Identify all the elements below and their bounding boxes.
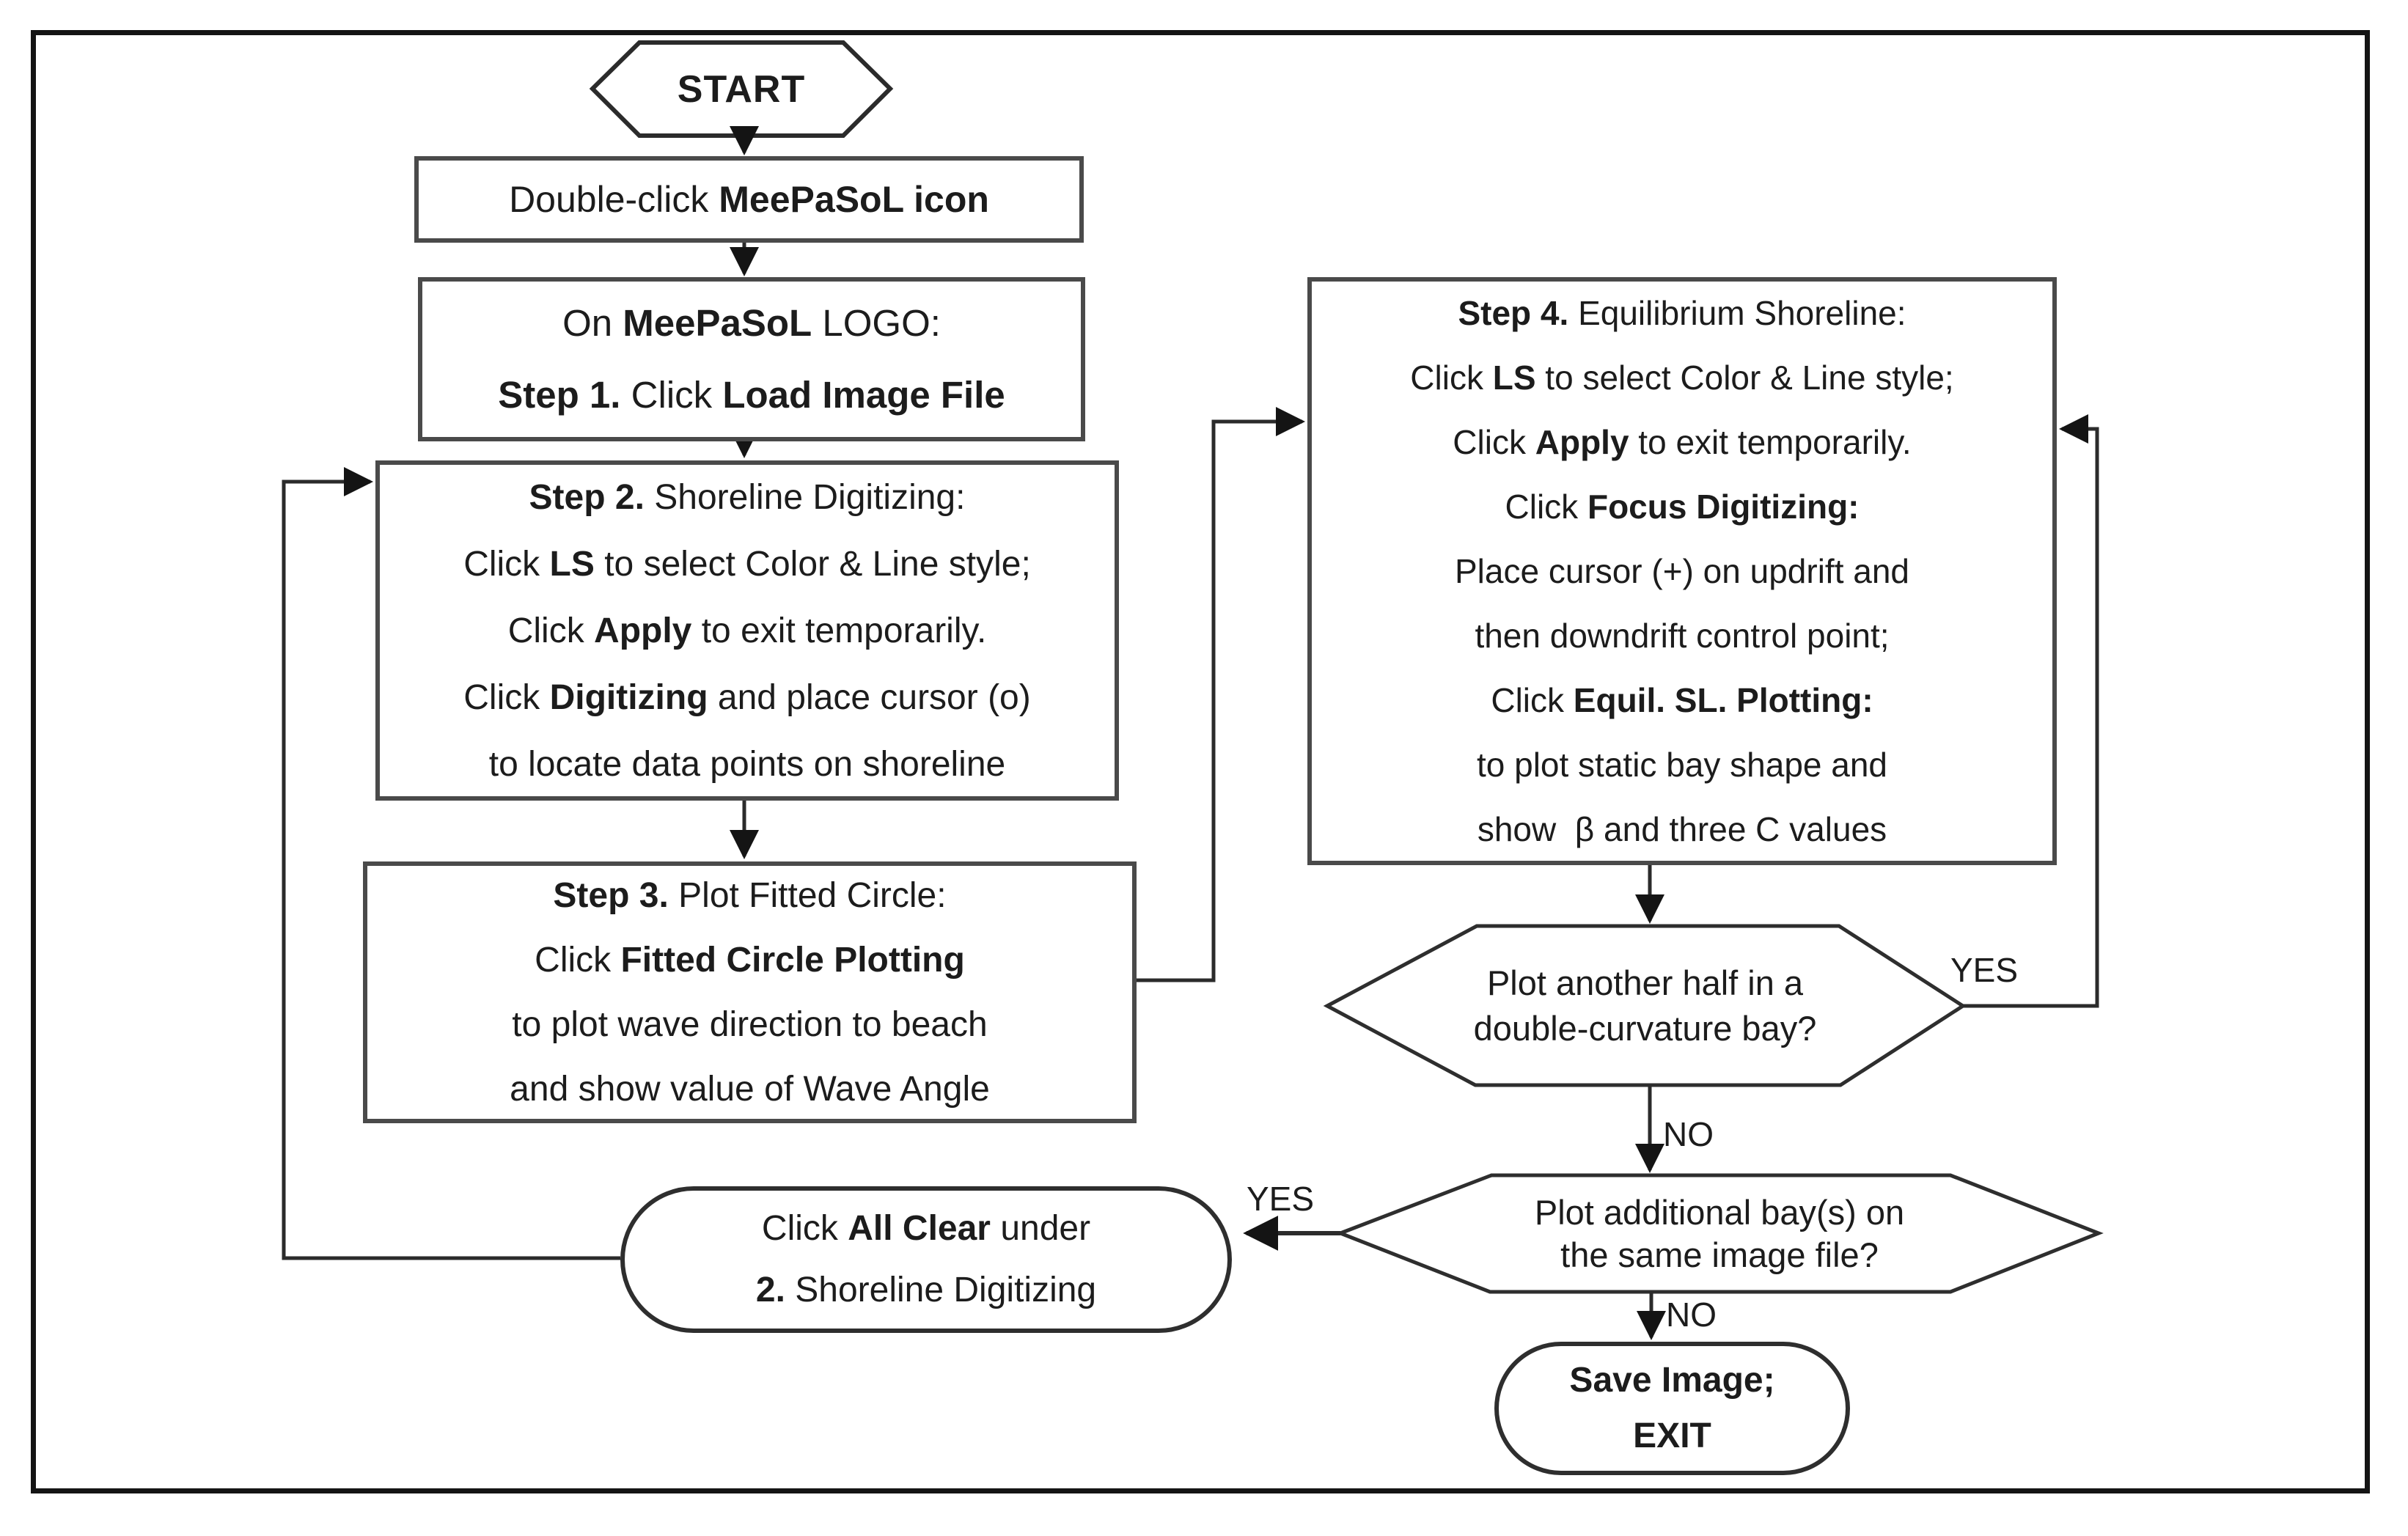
double-click-icon-text: Double-click MeePaSoL icon — [509, 179, 989, 220]
yes-label-double-curvature: YES — [1950, 951, 2019, 989]
no-label-additional-bays: NO — [1666, 1296, 1717, 1334]
step4-text: Step 4. Equilibrium Shoreline:Click LS t… — [1410, 294, 1954, 848]
save-exit-text: Save Image;EXIT — [1569, 1361, 1775, 1455]
node-double-click-icon — [414, 156, 1084, 243]
start-label: START — [677, 67, 806, 111]
step3-text: Step 3. Plot Fitted Circle:Click Fitted … — [510, 875, 990, 1109]
node-step1 — [418, 277, 1085, 441]
node-step3 — [363, 861, 1137, 1123]
node-step4 — [1307, 277, 2057, 865]
yes-label-additional-bays: YES — [1247, 1180, 1315, 1218]
node-all-clear — [620, 1186, 1232, 1333]
node-step2 — [375, 460, 1119, 801]
step2-text: Step 2. Shoreline Digitizing:Click LS to… — [463, 477, 1031, 784]
no-label-double-curvature: NO — [1663, 1115, 1714, 1153]
step1-text: On MeePaSoL LOGO:Step 1. Click Load Imag… — [498, 302, 1005, 416]
node-save-exit — [1494, 1342, 1850, 1475]
